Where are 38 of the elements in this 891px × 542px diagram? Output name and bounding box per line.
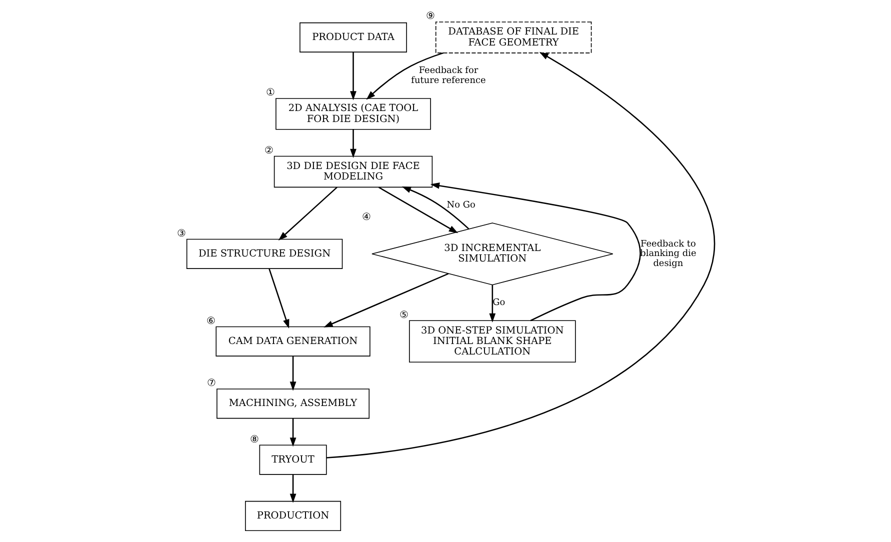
arrow bbox=[290, 356, 296, 391]
node-box: DATABASE OF FINAL DIE FACE GEOMETRY bbox=[435, 22, 592, 54]
edge-label: No Go bbox=[446, 200, 476, 210]
edge-label: Feedback to blanking die design bbox=[640, 239, 696, 269]
node-label: ⑨ bbox=[426, 11, 436, 22]
node-box: MACHINING, ASSEMBLY bbox=[216, 388, 370, 419]
node-box: CAM DATA GENERATION bbox=[216, 326, 370, 356]
node-label: ⑦ bbox=[207, 378, 216, 390]
node-box: TRYOUT bbox=[259, 444, 327, 475]
arrow bbox=[290, 474, 296, 503]
node-box: 2D ANALYSIS (CAE TOOL FOR DIE DESIGN) bbox=[276, 98, 431, 130]
node-box: 3D ONE-STEP SIMULATION INITIAL BLANK SHAPE CALCULATION bbox=[409, 320, 576, 363]
arrow bbox=[402, 186, 470, 230]
node-label: ⑧ bbox=[250, 434, 259, 446]
node-label: ⑤ bbox=[400, 310, 409, 321]
node-box: 3D DIE DESIGN DIE FACE MODELING bbox=[274, 156, 433, 188]
edge-label: Feedback for future reference bbox=[411, 66, 486, 86]
arrow bbox=[366, 52, 444, 100]
node-label: ④ bbox=[362, 212, 372, 224]
arrow bbox=[324, 273, 449, 328]
arrow bbox=[350, 130, 356, 158]
arrow bbox=[378, 186, 458, 234]
node-box: PRODUCT DATA bbox=[300, 22, 407, 52]
arrow bbox=[350, 52, 356, 100]
arrow bbox=[326, 52, 715, 458]
arrow bbox=[268, 268, 290, 329]
node-label: ② bbox=[264, 145, 274, 156]
node-diamond: 3D INCREMENTAL SIMULATION bbox=[372, 222, 614, 286]
arrow bbox=[278, 186, 338, 241]
arrow bbox=[290, 418, 296, 447]
node-label: ③ bbox=[177, 228, 186, 240]
arrow bbox=[489, 285, 496, 322]
node-label: ⑥ bbox=[206, 316, 216, 327]
node-box: PRODUCTION bbox=[245, 500, 342, 531]
node-box: DIE STRUCTURE DESIGN bbox=[186, 238, 343, 269]
arrow bbox=[430, 182, 641, 322]
node-label: ① bbox=[266, 88, 276, 99]
edge-label: Go bbox=[492, 298, 506, 308]
